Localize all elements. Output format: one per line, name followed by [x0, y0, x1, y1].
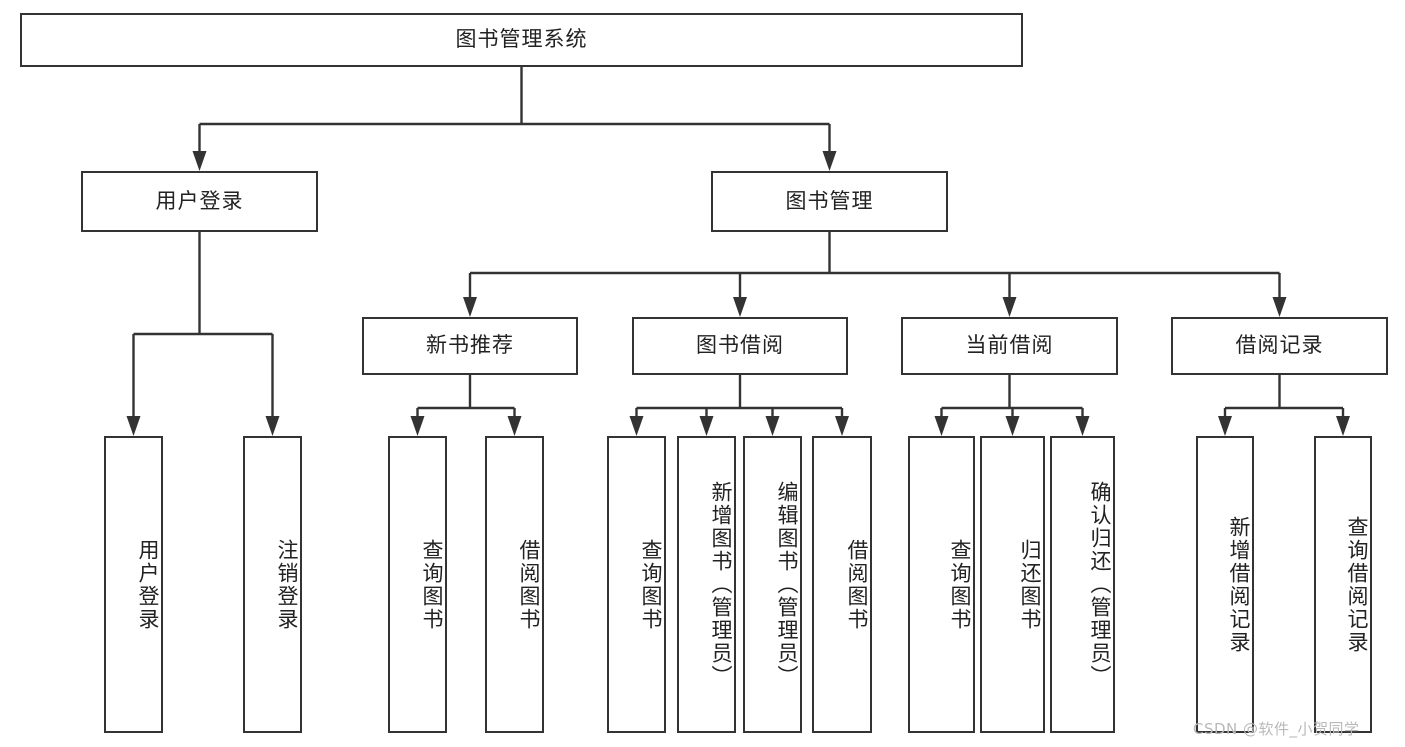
node-new-book-recommend[interactable]: 新书推荐	[362, 317, 578, 375]
node-root[interactable]: 图书管理系统	[20, 13, 1023, 67]
leaf-borrow-book-recommend[interactable]: 借阅图书	[485, 436, 544, 733]
node-book-management[interactable]: 图书管理	[711, 171, 948, 232]
leaf-add-borrow-record[interactable]: 新增借阅记录	[1196, 436, 1254, 733]
node-borrow-record[interactable]: 借阅记录	[1171, 317, 1388, 375]
watermark-text: CSDN @软件_小贺同学	[1193, 720, 1360, 738]
leaf-user-login[interactable]: 用户登录	[104, 436, 163, 733]
leaf-query-book-recommend[interactable]: 查询图书	[388, 436, 447, 733]
leaf-query-book-borrow[interactable]: 查询图书	[607, 436, 666, 733]
leaf-return-book[interactable]: 归还图书	[980, 436, 1045, 733]
node-book-borrow[interactable]: 图书借阅	[632, 317, 848, 375]
node-current-borrow[interactable]: 当前借阅	[901, 317, 1118, 375]
leaf-query-book-current[interactable]: 查询图书	[908, 436, 975, 733]
leaf-logout[interactable]: 注销登录	[243, 436, 302, 733]
leaf-add-book-admin[interactable]: 新增图书（管理员）	[677, 436, 736, 733]
node-user-login[interactable]: 用户登录	[81, 171, 318, 232]
leaf-edit-book-admin[interactable]: 编辑图书（管理员）	[743, 436, 802, 733]
leaf-confirm-return-admin[interactable]: 确认归还（管理员）	[1050, 436, 1115, 733]
leaf-borrow-book[interactable]: 借阅图书	[812, 436, 872, 733]
leaf-query-borrow-record[interactable]: 查询借阅记录	[1314, 436, 1372, 733]
